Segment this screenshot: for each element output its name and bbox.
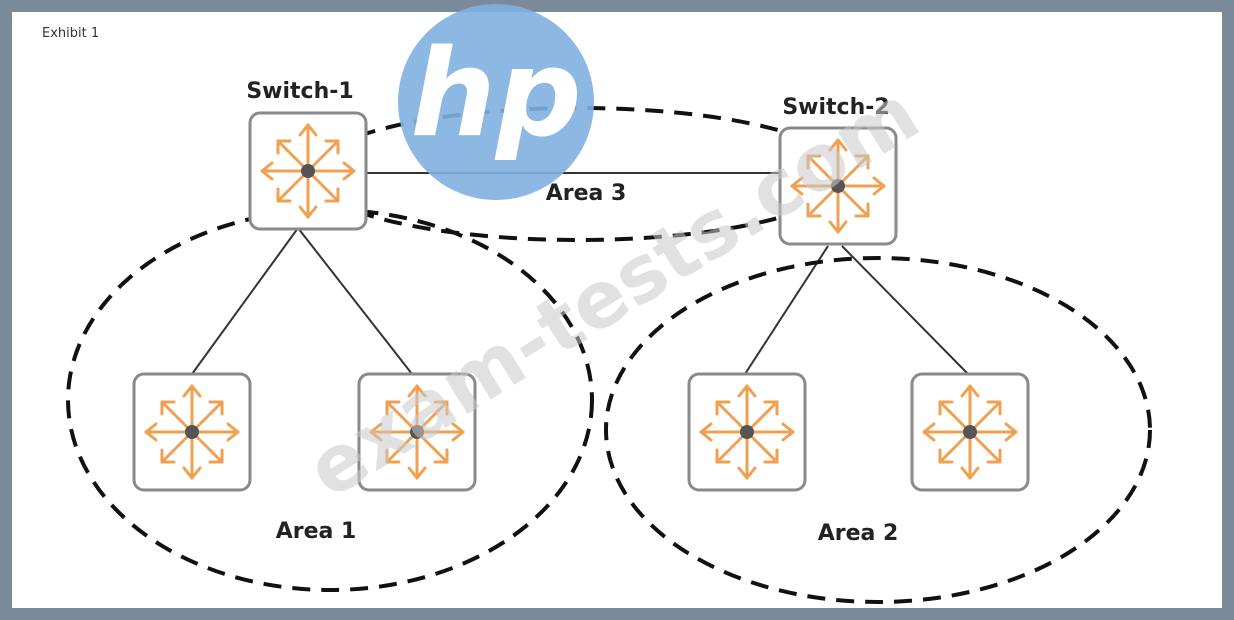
area2-boundary [604, 256, 1152, 604]
link-switch2-right [841, 245, 969, 375]
area1-boundary [66, 208, 594, 592]
hp-logo: hp [398, 4, 594, 200]
area1-switch-left [132, 372, 252, 492]
link-switch2-left [744, 245, 829, 375]
area2-switch-right [910, 372, 1030, 492]
area1-label: Area 1 [276, 519, 357, 544]
exhibit-label: Exhibit 1 [42, 26, 100, 41]
area3-label: Area 3 [546, 181, 627, 206]
link-switch1-right [297, 227, 413, 375]
switch2-label: Switch-2 [782, 95, 889, 120]
switch1-label: Switch-1 [246, 79, 353, 104]
area2-switch-left [687, 372, 807, 492]
link-switch1-left [191, 227, 299, 375]
switch1-device [248, 111, 368, 231]
exhibit-frame [12, 12, 1222, 608]
svg-text:hp: hp [410, 25, 581, 164]
site-watermark: exam-tests.com [292, 69, 934, 517]
area2-label: Area 2 [818, 521, 899, 546]
